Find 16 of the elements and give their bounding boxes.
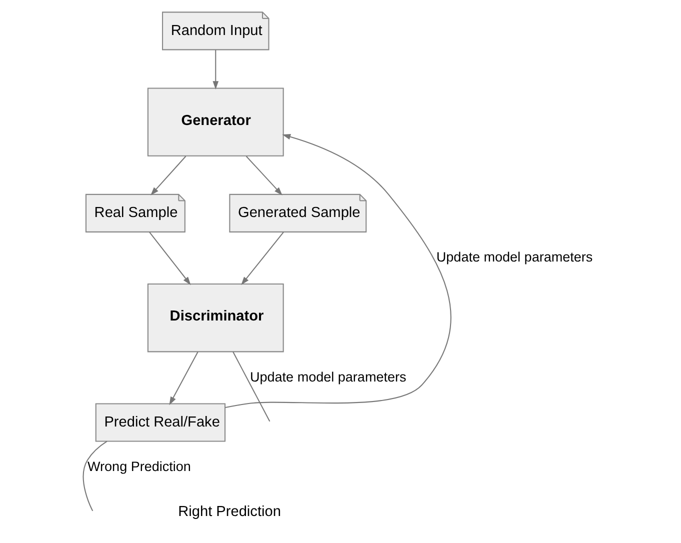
arrow — [212, 50, 219, 90]
edge-label: Update model parameters — [436, 250, 593, 264]
arrow — [169, 352, 198, 406]
edge-label: Update model parameters — [250, 369, 406, 384]
node-box: Generator — [147, 88, 284, 156]
node-box: Discriminator — [147, 283, 284, 352]
arrow — [149, 232, 191, 286]
arrow — [225, 134, 452, 408]
arrow — [246, 156, 282, 196]
edge-label: Wrong Prediction — [88, 458, 191, 474]
arrow — [241, 232, 284, 286]
connector — [82, 440, 108, 512]
label: Right Prediction — [178, 504, 281, 520]
arrow — [150, 156, 186, 196]
connector — [232, 352, 270, 422]
node-box: Predict Real/Fake — [95, 403, 226, 442]
